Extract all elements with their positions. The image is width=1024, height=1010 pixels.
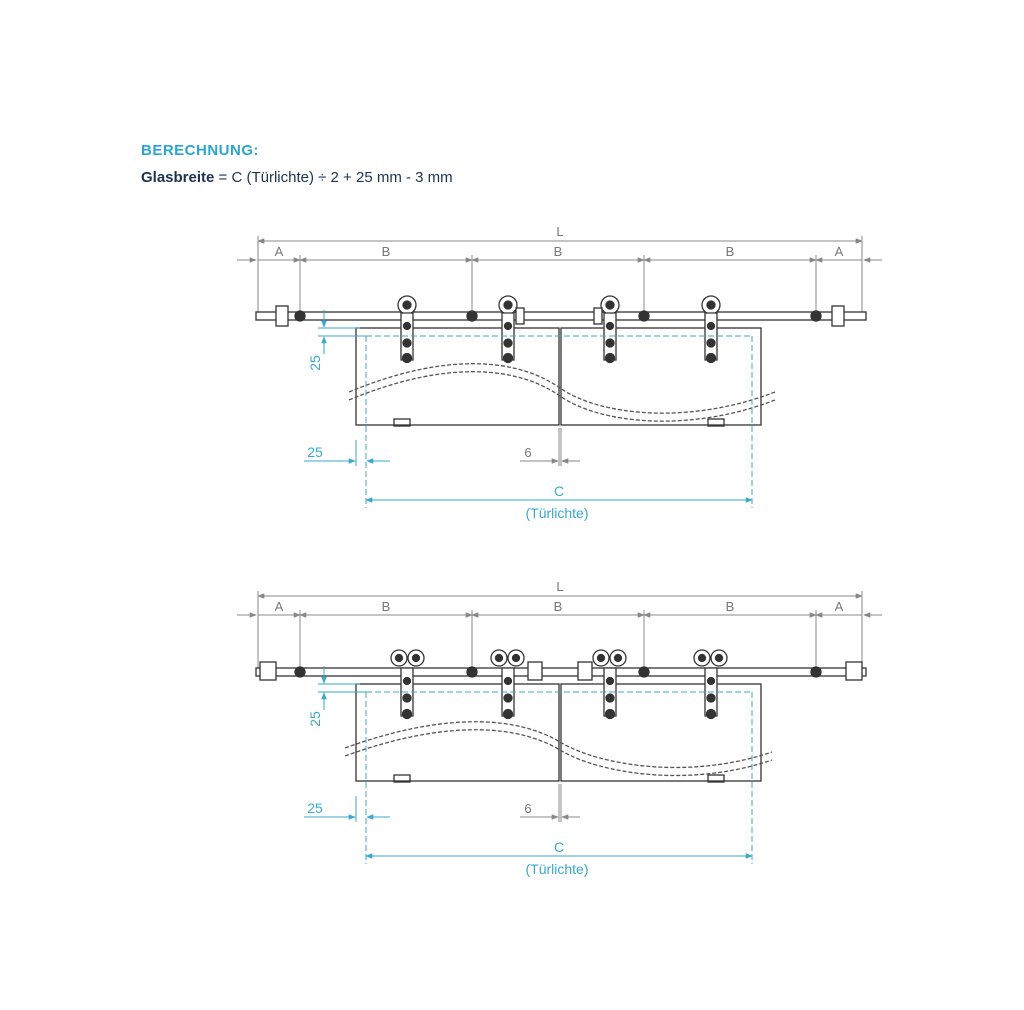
dim-label-B-3: B (726, 599, 735, 614)
dim-label-25-vertical: 25 (307, 355, 323, 371)
dim-label-B-3: B (726, 244, 735, 259)
gap-dimension (520, 784, 580, 822)
dim-label-L: L (556, 579, 563, 594)
roller-4 (701, 295, 721, 364)
dim-label-C: C (554, 483, 564, 499)
calc-heading: BERECHNUNG: (141, 142, 259, 159)
dim-label-A-right: A (835, 599, 844, 614)
calc-formula: Glasbreite = C (Türlichte) ÷ 2 + 25 mm -… (141, 169, 453, 186)
roller-1 (397, 295, 417, 364)
dim-label-B-1: B (382, 244, 391, 259)
dim-label-turlichte: (Türlichte) (525, 861, 588, 877)
gap-dimension (520, 428, 580, 466)
dim-label-B-1: B (382, 599, 391, 614)
dimension-lines-top (237, 236, 882, 318)
dim-label-B-2: B (554, 599, 563, 614)
dimension-lines-blue (304, 310, 753, 508)
track-rail (255, 305, 867, 327)
dim-label-A-left: A (275, 599, 284, 614)
dim-label-L: L (556, 224, 563, 239)
dim-label-25-horizontal: 25 (307, 800, 323, 816)
diagram-single-rollers: L A B B B A (237, 224, 882, 521)
glass-panels (348, 327, 776, 427)
dim-label-A-right: A (835, 244, 844, 259)
double-roller-1 (390, 649, 425, 720)
roller-2 (498, 295, 525, 364)
dimension-lines-blue (304, 666, 753, 864)
diagram-double-rollers: L A B B B A (237, 579, 882, 877)
dim-label-25-vertical: 25 (307, 711, 323, 727)
dim-label-gap: 6 (524, 445, 531, 460)
dimension-lines-top (237, 591, 882, 676)
rollers (390, 649, 728, 720)
double-roller-4 (693, 649, 728, 720)
roller-3 (593, 295, 620, 364)
formula-expression: = C (Türlichte) ÷ 2 + 25 mm - 3 mm (214, 169, 453, 186)
dim-label-25-horizontal: 25 (307, 444, 323, 460)
double-roller-2 (490, 649, 525, 720)
glass-panels (344, 683, 773, 783)
dim-label-turlichte: (Türlichte) (525, 505, 588, 521)
track-rail (255, 661, 867, 681)
dim-label-C: C (554, 839, 564, 855)
dim-label-A-left: A (275, 244, 284, 259)
dim-label-gap: 6 (524, 801, 531, 816)
formula-label: Glasbreite (141, 169, 215, 186)
dim-label-B-2: B (554, 244, 563, 259)
